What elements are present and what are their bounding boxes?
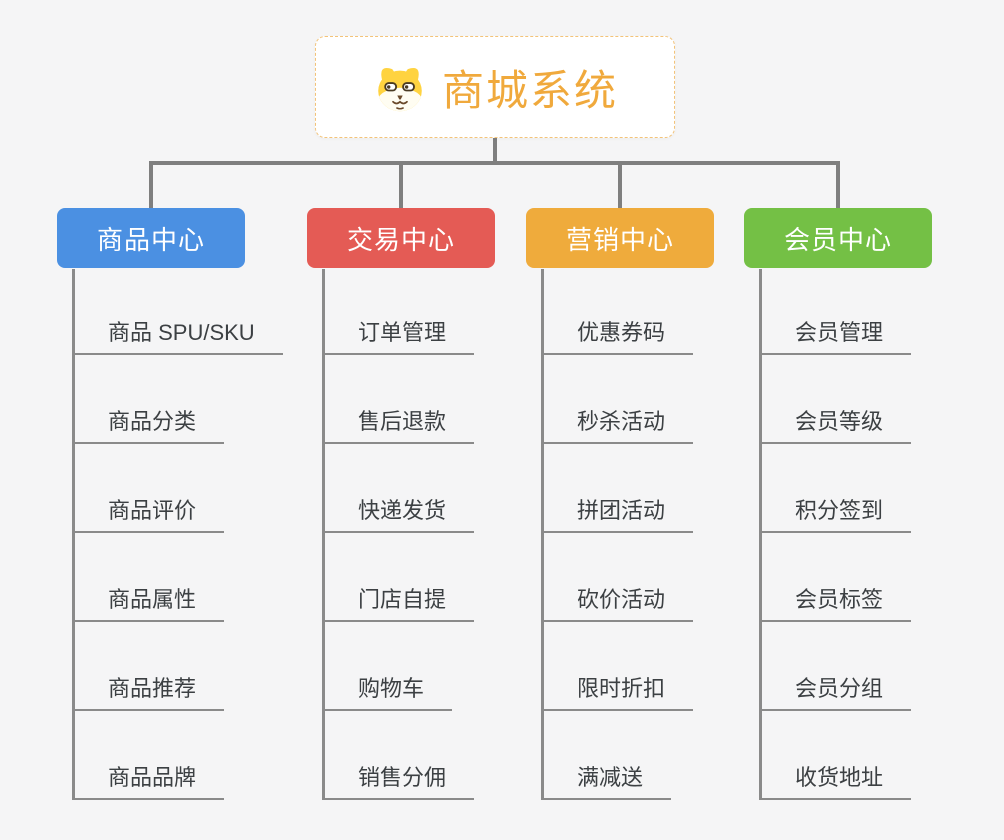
child-row: 销售分佣 — [325, 711, 475, 800]
child-row: 购物车 — [325, 622, 474, 711]
child-topic[interactable]: 商品评价 — [75, 497, 225, 533]
child-row: 满减送 — [544, 711, 693, 800]
child-row: 商品推荐 — [75, 622, 283, 711]
child-topic[interactable]: 会员等级 — [762, 408, 912, 444]
branch-label: 会员中心 — [783, 224, 892, 255]
child-row: 拼团活动 — [544, 444, 694, 533]
child-topic[interactable]: 商品推荐 — [75, 675, 225, 711]
child-topic[interactable]: 满减送 — [544, 764, 672, 800]
child-row: 商品品牌 — [75, 711, 283, 800]
branch-label: 交易中心 — [346, 224, 455, 255]
child-topic[interactable]: 会员管理 — [762, 319, 912, 355]
child-topic[interactable]: 销售分佣 — [325, 764, 475, 800]
child-row: 快递发货 — [325, 444, 475, 533]
child-topic[interactable]: 会员标签 — [762, 586, 912, 622]
child-row: 会员分组 — [762, 622, 912, 711]
child-row: 优惠券码 — [544, 269, 694, 355]
children-column-trade: 订单管理 售后退款 快递发货 门店自提 购物车 销售分佣 — [322, 269, 475, 800]
shiba-dog-icon — [372, 61, 428, 113]
children-column-product: 商品 SPU/SKU 商品分类 商品评价 商品属性 商品推荐 商品品牌 — [72, 269, 283, 800]
child-row: 售后退款 — [325, 355, 475, 444]
child-topic[interactable]: 快递发货 — [325, 497, 475, 533]
child-topic[interactable]: 积分签到 — [762, 497, 912, 533]
child-topic[interactable]: 门店自提 — [325, 586, 475, 622]
root-title: 商城系统 — [441, 66, 618, 114]
child-topic[interactable]: 会员分组 — [762, 675, 912, 711]
root-node[interactable]: 商城系统 — [315, 36, 675, 138]
child-topic[interactable]: 限时折扣 — [544, 675, 694, 711]
branch-label: 商品中心 — [96, 224, 205, 255]
child-row: 秒杀活动 — [544, 355, 694, 444]
child-topic[interactable]: 订单管理 — [325, 319, 475, 355]
child-row: 积分签到 — [762, 444, 912, 533]
branch-trade-center[interactable]: 交易中心 — [307, 208, 495, 268]
child-row: 商品分类 — [75, 355, 283, 444]
child-topic[interactable]: 收货地址 — [762, 764, 912, 800]
child-row: 商品评价 — [75, 444, 283, 533]
child-row: 会员标签 — [762, 533, 912, 622]
child-topic[interactable]: 砍价活动 — [544, 586, 694, 622]
child-row: 门店自提 — [325, 533, 475, 622]
child-topic[interactable]: 优惠券码 — [544, 319, 694, 355]
child-topic[interactable]: 购物车 — [325, 675, 453, 711]
child-row: 订单管理 — [325, 269, 475, 355]
children-column-member: 会员管理 会员等级 积分签到 会员标签 会员分组 收货地址 — [759, 269, 912, 800]
child-topic[interactable]: 秒杀活动 — [544, 408, 694, 444]
child-topic[interactable]: 商品品牌 — [75, 764, 225, 800]
child-row: 收货地址 — [762, 711, 912, 800]
branch-marketing-center[interactable]: 营销中心 — [526, 208, 714, 268]
children-column-marketing: 优惠券码 秒杀活动 拼团活动 砍价活动 限时折扣 满减送 — [541, 269, 694, 800]
child-row: 砍价活动 — [544, 533, 694, 622]
child-topic[interactable]: 商品 SPU/SKU — [75, 319, 283, 355]
child-row: 会员等级 — [762, 355, 912, 444]
branch-label: 营销中心 — [565, 224, 674, 255]
child-row: 商品属性 — [75, 533, 283, 622]
branch-member-center[interactable]: 会员中心 — [744, 208, 932, 268]
child-topic[interactable]: 商品分类 — [75, 408, 225, 444]
child-row: 限时折扣 — [544, 622, 694, 711]
child-topic[interactable]: 售后退款 — [325, 408, 475, 444]
child-topic[interactable]: 商品属性 — [75, 586, 225, 622]
branch-product-center[interactable]: 商品中心 — [57, 208, 245, 268]
child-row: 商品 SPU/SKU — [75, 269, 283, 355]
child-topic[interactable]: 拼团活动 — [544, 497, 694, 533]
child-row: 会员管理 — [762, 269, 912, 355]
